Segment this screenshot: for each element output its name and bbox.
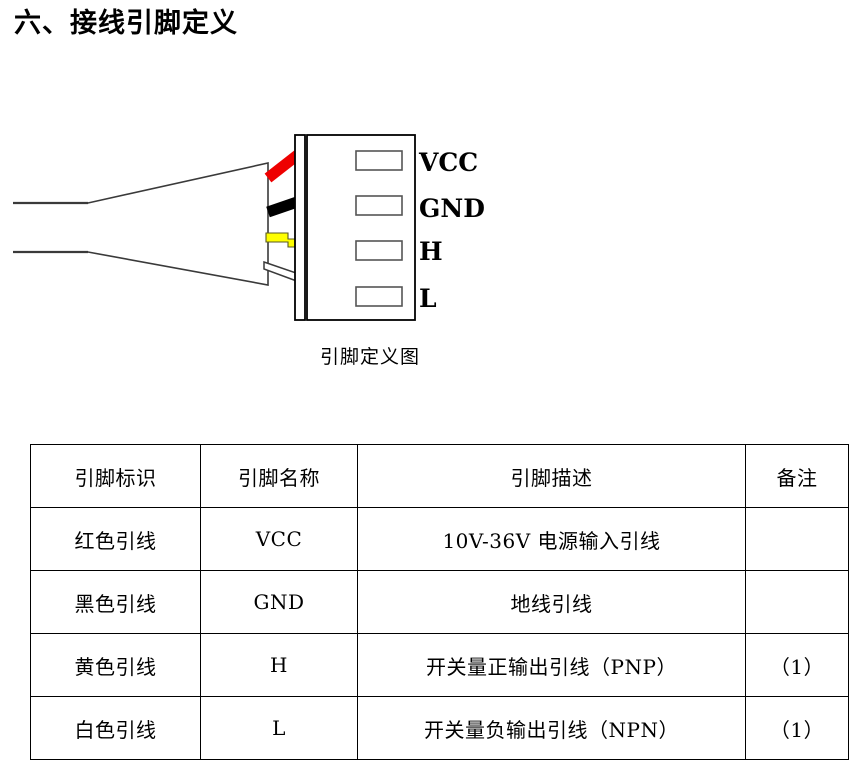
pin-slot-h: [355, 240, 403, 261]
cable-jacket: [13, 162, 269, 286]
cell-pin-desc: 开关量负输出引线（NPN）: [357, 696, 746, 760]
pin-label-vcc: VCC: [418, 148, 478, 177]
pin-label-h: H: [419, 237, 443, 266]
figure-caption: 引脚定义图: [319, 346, 420, 368]
cable-funnel-body: [13, 162, 269, 286]
cell-pin-name: GND: [200, 570, 358, 634]
header-pin-id: 引脚标识: [30, 444, 201, 508]
cell-pin-note: （1）: [745, 696, 849, 760]
pin-slot-gnd: [355, 195, 403, 216]
pin-label-l: L: [419, 284, 437, 313]
table-row: 白色引线 L 开关量负输出引线（NPN） （1）: [30, 696, 849, 760]
cell-pin-name: VCC: [200, 507, 358, 571]
cell-pin-note: （1）: [745, 633, 849, 697]
table-row: 黑色引线 GND 地线引线: [30, 570, 849, 634]
cell-pin-name: H: [200, 633, 358, 697]
table-row: 黄色引线 H 开关量正输出引线（PNP） （1）: [30, 633, 849, 697]
pinout-figure: VCC GND H L 引脚定义图: [0, 95, 856, 385]
page-title: 六、接线引脚定义: [14, 8, 238, 39]
table-row: 红色引线 VCC 10V-36V 电源输入引线: [30, 507, 849, 571]
pin-definition-table: 引脚标识 引脚名称 引脚描述 备注 红色引线 VCC 10V-36V 电源输入引…: [30, 444, 849, 760]
cell-pin-note: [745, 570, 849, 634]
cell-pin-name: L: [200, 696, 358, 760]
cell-pin-id: 红色引线: [30, 507, 201, 571]
cell-pin-desc: 10V-36V 电源输入引线: [357, 507, 746, 571]
table-header-row: 引脚标识 引脚名称 引脚描述 备注: [30, 444, 849, 508]
cell-pin-id: 黄色引线: [30, 633, 201, 697]
connector-diagram: VCC GND H L: [13, 134, 485, 321]
pin-label-gnd: GND: [419, 194, 485, 223]
cell-pin-note: [745, 507, 849, 571]
connector-flange: [294, 134, 306, 321]
cell-pin-desc: 地线引线: [357, 570, 746, 634]
cell-pin-desc: 开关量正输出引线（PNP）: [357, 633, 746, 697]
pin-slot-vcc: [355, 150, 403, 171]
header-pin-desc: 引脚描述: [357, 444, 746, 508]
cell-pin-id: 黑色引线: [30, 570, 201, 634]
cell-pin-id: 白色引线: [30, 696, 201, 760]
pin-slot-l: [355, 286, 403, 307]
header-pin-note: 备注: [745, 444, 849, 508]
header-pin-name: 引脚名称: [200, 444, 358, 508]
